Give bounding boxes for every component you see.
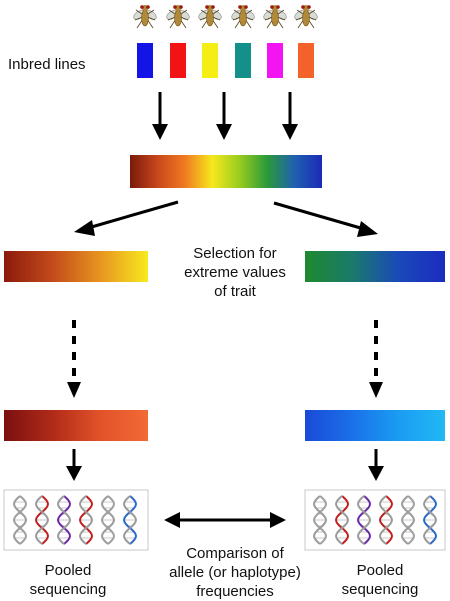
inbred-line-box (202, 43, 218, 78)
final-high-bar (305, 410, 445, 441)
dna-helix-icon (356, 495, 372, 545)
comparison-line-2: allele (or haplotype) (169, 564, 301, 581)
inbred-line-boxes (137, 43, 314, 78)
fly-icon (198, 5, 222, 29)
inbred-line-box (298, 43, 314, 78)
fly-icon (263, 5, 287, 29)
pooled-left-line-2: sequencing (29, 581, 107, 598)
dna-helix-icon (378, 495, 394, 545)
dna-helix-icon (334, 495, 350, 545)
dna-helix-icon (312, 495, 328, 545)
inbred-line-box (170, 43, 186, 78)
final-low-bar (4, 410, 148, 441)
selection-line-3: of trait (214, 283, 256, 300)
dna-helix-icon (100, 495, 116, 545)
dna-helix-icon (12, 495, 28, 545)
arrow-to-low (87, 200, 179, 230)
comparison-label: Comparison of allele (or haplotype) freq… (150, 544, 320, 601)
pooled-sequencing-label-right: Pooled sequencing (324, 561, 436, 599)
dna-helix-icon (78, 495, 94, 545)
dna-helices-right (312, 495, 438, 545)
inbred-line-box (235, 43, 251, 78)
fly-row (133, 5, 318, 29)
inbred-lines-label: Inbred lines (8, 56, 86, 73)
inbred-line-box (267, 43, 283, 78)
selection-arrows (74, 200, 378, 237)
selection-line-1: Selection for (193, 245, 277, 262)
pooled-sequencing-label-left: Pooled sequencing (12, 561, 124, 599)
selection-line-2: extreme values (184, 264, 286, 281)
dotted-arrow-right (369, 320, 383, 398)
dna-helix-icon (56, 495, 72, 545)
dna-helix-icon (34, 495, 50, 545)
pooled-sequencing-box-right (304, 489, 446, 551)
arrows-to-mix (152, 92, 298, 140)
dna-helix-icon (422, 495, 438, 545)
fly-icon (166, 5, 190, 29)
inbred-line-box (137, 43, 153, 78)
arrow-to-high (273, 201, 365, 231)
fly-icon (294, 5, 318, 29)
comparison-line-1: Comparison of (186, 545, 284, 562)
pooled-left-line-1: Pooled (44, 562, 92, 579)
pooled-right-line-2: sequencing (341, 581, 419, 598)
pooled-right-line-1: Pooled (356, 562, 404, 579)
fly-icon (231, 5, 255, 29)
comparison-line-3: frequencies (196, 583, 274, 600)
dotted-arrow-left (67, 320, 81, 398)
dna-helix-icon (122, 495, 138, 545)
dna-helix-icon (400, 495, 416, 545)
arrows-to-sequencing (66, 449, 384, 481)
dna-helices-left (12, 495, 138, 545)
high-trait-bar (305, 251, 445, 282)
comparison-arrow (164, 512, 286, 528)
low-trait-bar (4, 251, 148, 282)
mixed-population-bar (130, 155, 322, 188)
selection-label: Selection for extreme values of trait (150, 244, 320, 301)
fly-icon (133, 5, 157, 29)
